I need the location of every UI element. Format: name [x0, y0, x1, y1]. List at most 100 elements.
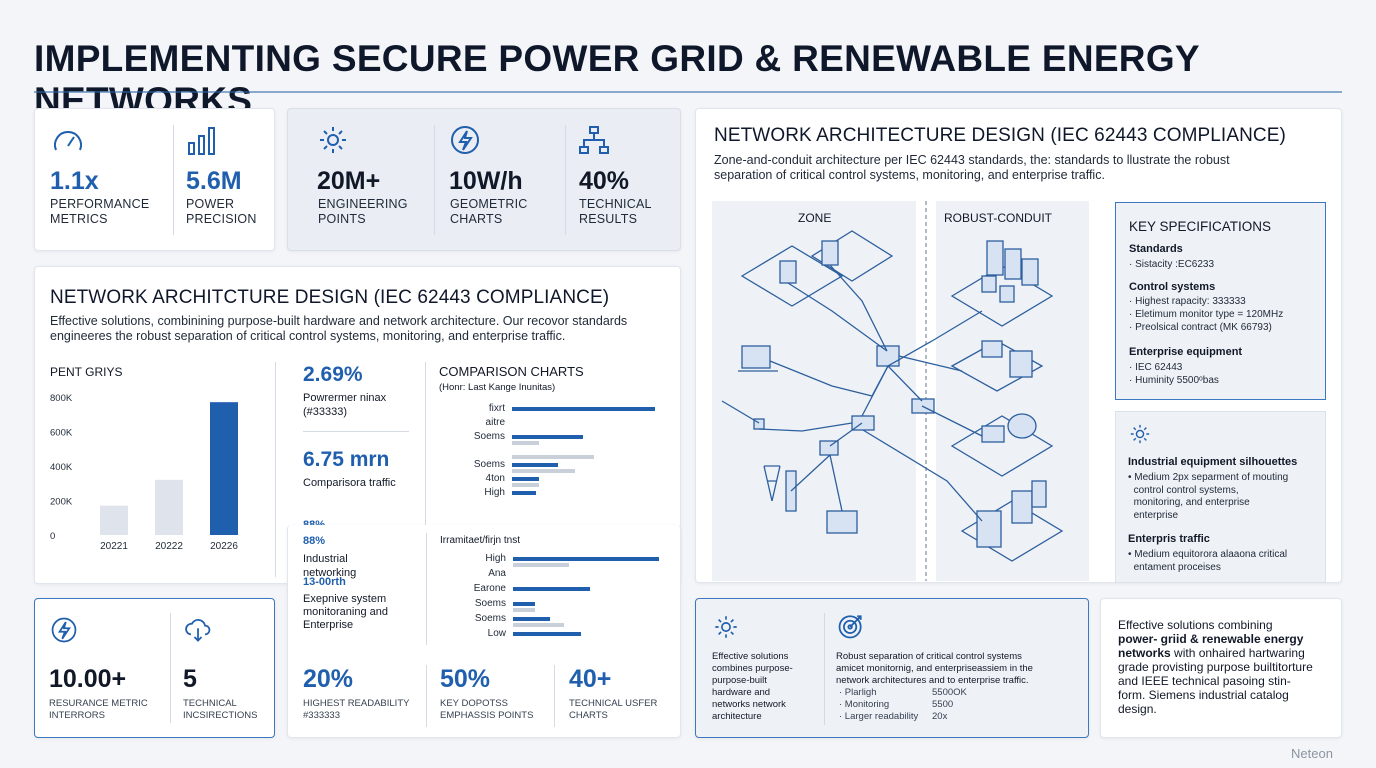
stat-value: 2.69%: [303, 363, 363, 386]
comparison-row-label: Soems: [474, 613, 506, 624]
comparison-heading: COMPARISON CHARTS: [439, 364, 584, 379]
architecture-heading: NETWORK ARCHITECTURE DESIGN (IEC 62443 C…: [714, 125, 1286, 146]
spec-row-key: · Plarligh: [839, 687, 877, 698]
conduit-label: ROBUST-CONDUIT: [944, 211, 1052, 225]
divider: [426, 533, 427, 645]
divider: [275, 362, 276, 577]
comparison-bar-light: [512, 483, 540, 487]
section-heading: NETWORK ARCHITCTURE DESIGN (IEC 62443 CO…: [50, 287, 610, 308]
lightning-icon: [448, 123, 482, 157]
spec-row-key: · Larger readability: [839, 711, 919, 722]
metric-value: 40+: [569, 665, 612, 693]
summary-card: Effective solutions combining power- gri…: [1100, 598, 1342, 738]
section-description: Effective solutions, combinining purpose…: [50, 314, 628, 343]
comparison-row-label: Soems: [473, 459, 505, 470]
stat-block: 2.69% Powrermer ninax(#33333): [303, 363, 386, 419]
equipment-title: Industrial equipment silhouettes: [1128, 456, 1298, 468]
divider: [425, 362, 426, 577]
comparison-row-label: fixrt: [488, 403, 505, 414]
stat-value: 13-00rth: [303, 576, 346, 588]
comparison-bar-dark: [513, 632, 581, 636]
stat-label: Comparisora traffic: [303, 477, 396, 489]
bar: [210, 402, 238, 535]
comparison-row-label: Soems: [474, 598, 506, 609]
metric-value: 20M+: [317, 167, 381, 195]
comparison-bar-dark: [512, 407, 655, 411]
equipment-panel: Industrial equipment silhouettes • Mediu…: [1115, 411, 1326, 583]
y-tick-label: 400K: [50, 462, 73, 473]
network-tree-icon: [577, 123, 611, 157]
comparison-bar-light: [513, 608, 536, 612]
spec-item: · Highest rapacity: 333333: [1129, 296, 1246, 307]
y-tick-label: 0: [50, 531, 55, 542]
key-specifications-panel: KEY SPECIFICATIONS Standards · Sistacity…: [1115, 202, 1326, 400]
comparison-bar-dark: [513, 602, 536, 606]
architecture-description: Zone-and-conduit architecture per IEC 62…: [714, 153, 1230, 182]
enterprise-traffic-description: • Medium equitorora alaaona critical ent…: [1128, 549, 1288, 573]
metric-value: 20%: [303, 665, 354, 693]
comparison-row-label: 4ton: [485, 473, 505, 484]
network-architecture-card: NETWORK ARCHITECTURE DESIGN (IEC 62443 C…: [695, 108, 1342, 583]
spec-group-title: Standards: [1129, 243, 1183, 255]
divider: [565, 125, 566, 235]
comparison-subheading: (Honr: Last Kange Inunitas): [439, 382, 556, 393]
divider: [426, 665, 427, 727]
summary-text: Effective solutions combining power- gri…: [1118, 618, 1313, 716]
comparison-row-label: Ana: [488, 568, 506, 579]
separation-text: Robust separation of critical control sy…: [836, 651, 1033, 686]
lightning-icon: [49, 615, 79, 645]
comparison-bar-dark: [513, 617, 551, 621]
enterprise-traffic-title: Enterpris traffic: [1128, 533, 1210, 545]
spec-item: · Preolsical contract (MK 66793): [1129, 322, 1272, 333]
comparison-bar-dark: [513, 587, 590, 591]
metric-value: 40%: [579, 167, 630, 195]
comparison-group-2-title: Irramitaet/firjn tnst: [440, 535, 521, 546]
comparison-bar-light: [512, 441, 540, 445]
stat-block: 6.75 mrn Comparisora traffic: [303, 448, 396, 490]
metric-value: 50%: [440, 665, 491, 693]
metric-value: 1.1x: [50, 167, 99, 195]
network-diagram: [721, 201, 1064, 581]
comparison-bar-dark: [512, 463, 558, 467]
zone-label: ZONE: [798, 211, 832, 225]
comparison-bar-dark: [513, 557, 660, 561]
page-title: IMPLEMENTING SECURE POWER GRID & RENEWAB…: [34, 38, 1200, 121]
comparison-bar-light: [512, 455, 594, 459]
comparison-bar-dark: [512, 491, 536, 495]
specs-heading: KEY SPECIFICATIONS: [1129, 219, 1272, 234]
spec-row-value: 5500: [932, 699, 954, 710]
cloud-download-icon: [183, 615, 213, 645]
comparison-row-label: High: [485, 553, 506, 564]
comparison-bar-dark: [512, 477, 540, 481]
gear-icon: [316, 123, 350, 157]
divider: [824, 613, 825, 725]
stat-value: 6.75 mrn: [303, 448, 390, 471]
y-tick-label: 600K: [50, 428, 73, 439]
spec-item: · Sistacity :EC6233: [1129, 259, 1215, 270]
y-tick-label: 200K: [50, 497, 73, 508]
metric-value: 5: [183, 665, 197, 693]
spec-row-key: · Monitoring: [839, 699, 890, 710]
metric-label: HIGHEST READABILITY#333333: [303, 698, 410, 721]
comparison-bar-light: [513, 563, 570, 567]
spec-row-value: 5500OK: [932, 687, 967, 698]
title-divider: [34, 91, 1342, 93]
comparison-bar-light: [513, 623, 564, 627]
bar: [100, 505, 128, 535]
footer-brand: Neteon: [1291, 746, 1333, 761]
